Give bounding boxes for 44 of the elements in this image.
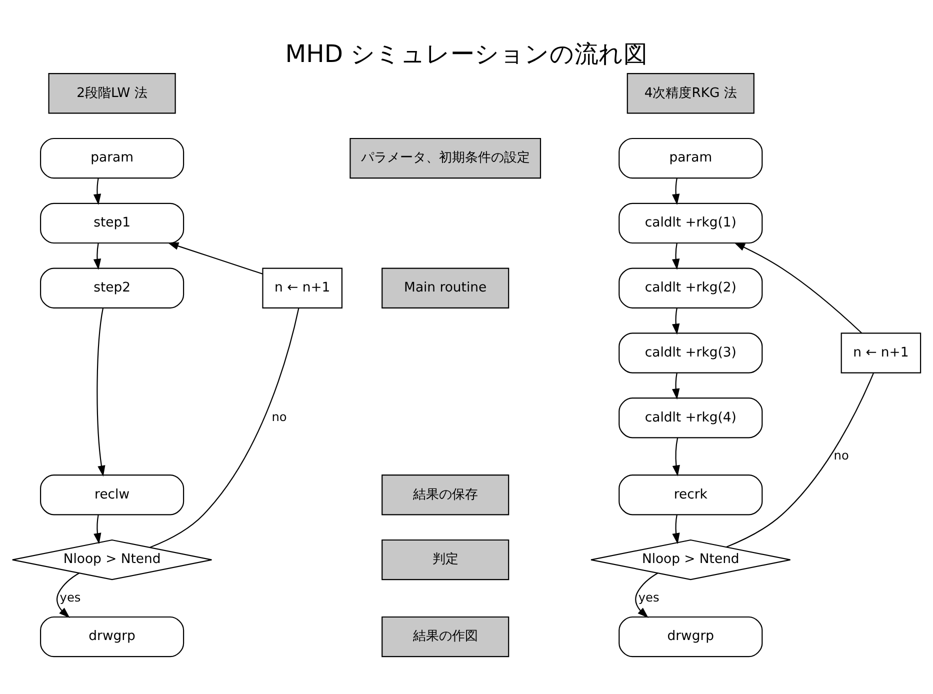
node-diamond: Nloop > Ntend [12,538,212,580]
diagram-title: MHD シミュレーションの流れ図 [285,40,648,68]
node-box: reclw [40,474,184,515]
node-box: drwgrp [40,616,184,657]
node-box: step2 [40,267,184,308]
arrow [672,242,680,270]
edge-label: no [272,409,287,424]
arrow [672,372,680,400]
arrow [672,514,680,544]
node-box: param [40,137,184,178]
node-box: caldlt +rkg(2) [618,267,763,308]
edge-label: no [834,448,849,462]
connector [150,307,300,548]
arrow [672,437,680,476]
node-box: 4次精度RKG 法 [626,72,754,114]
node-box: step1 [40,202,184,244]
arrow [672,178,680,204]
node-box: caldlt +rkg(1) [618,202,763,244]
node-box: パラメータ、初期条件の設定 [350,137,542,178]
node-box: param [618,137,763,178]
arrow [94,514,102,544]
arrow [635,572,658,618]
arrow [96,308,106,476]
node-box: 2段階LW 法 [48,72,176,114]
node-box: caldlt +rkg(3) [618,332,763,373]
arrow [56,572,80,618]
arrow [672,307,680,334]
node-box: caldlt +rkg(4) [618,397,763,438]
node-box: n ← n+1 [840,332,922,373]
node-box: drwgrp [618,616,763,657]
arrow [734,242,862,333]
node-box: 判定 [382,538,510,580]
node-box: Main routine [382,267,510,308]
node-box: 結果の保存 [382,474,510,515]
connector [726,372,874,547]
edge-label: yes [60,590,81,604]
arrow [168,242,263,274]
arrow [93,242,102,270]
node-box: n ← n+1 [262,267,342,308]
node-box: recrk [618,474,763,515]
edge-label: yes [638,590,660,604]
arrow [93,178,102,204]
node-box: 結果の作図 [382,616,510,657]
node-diamond: Nloop > Ntend [590,538,791,580]
